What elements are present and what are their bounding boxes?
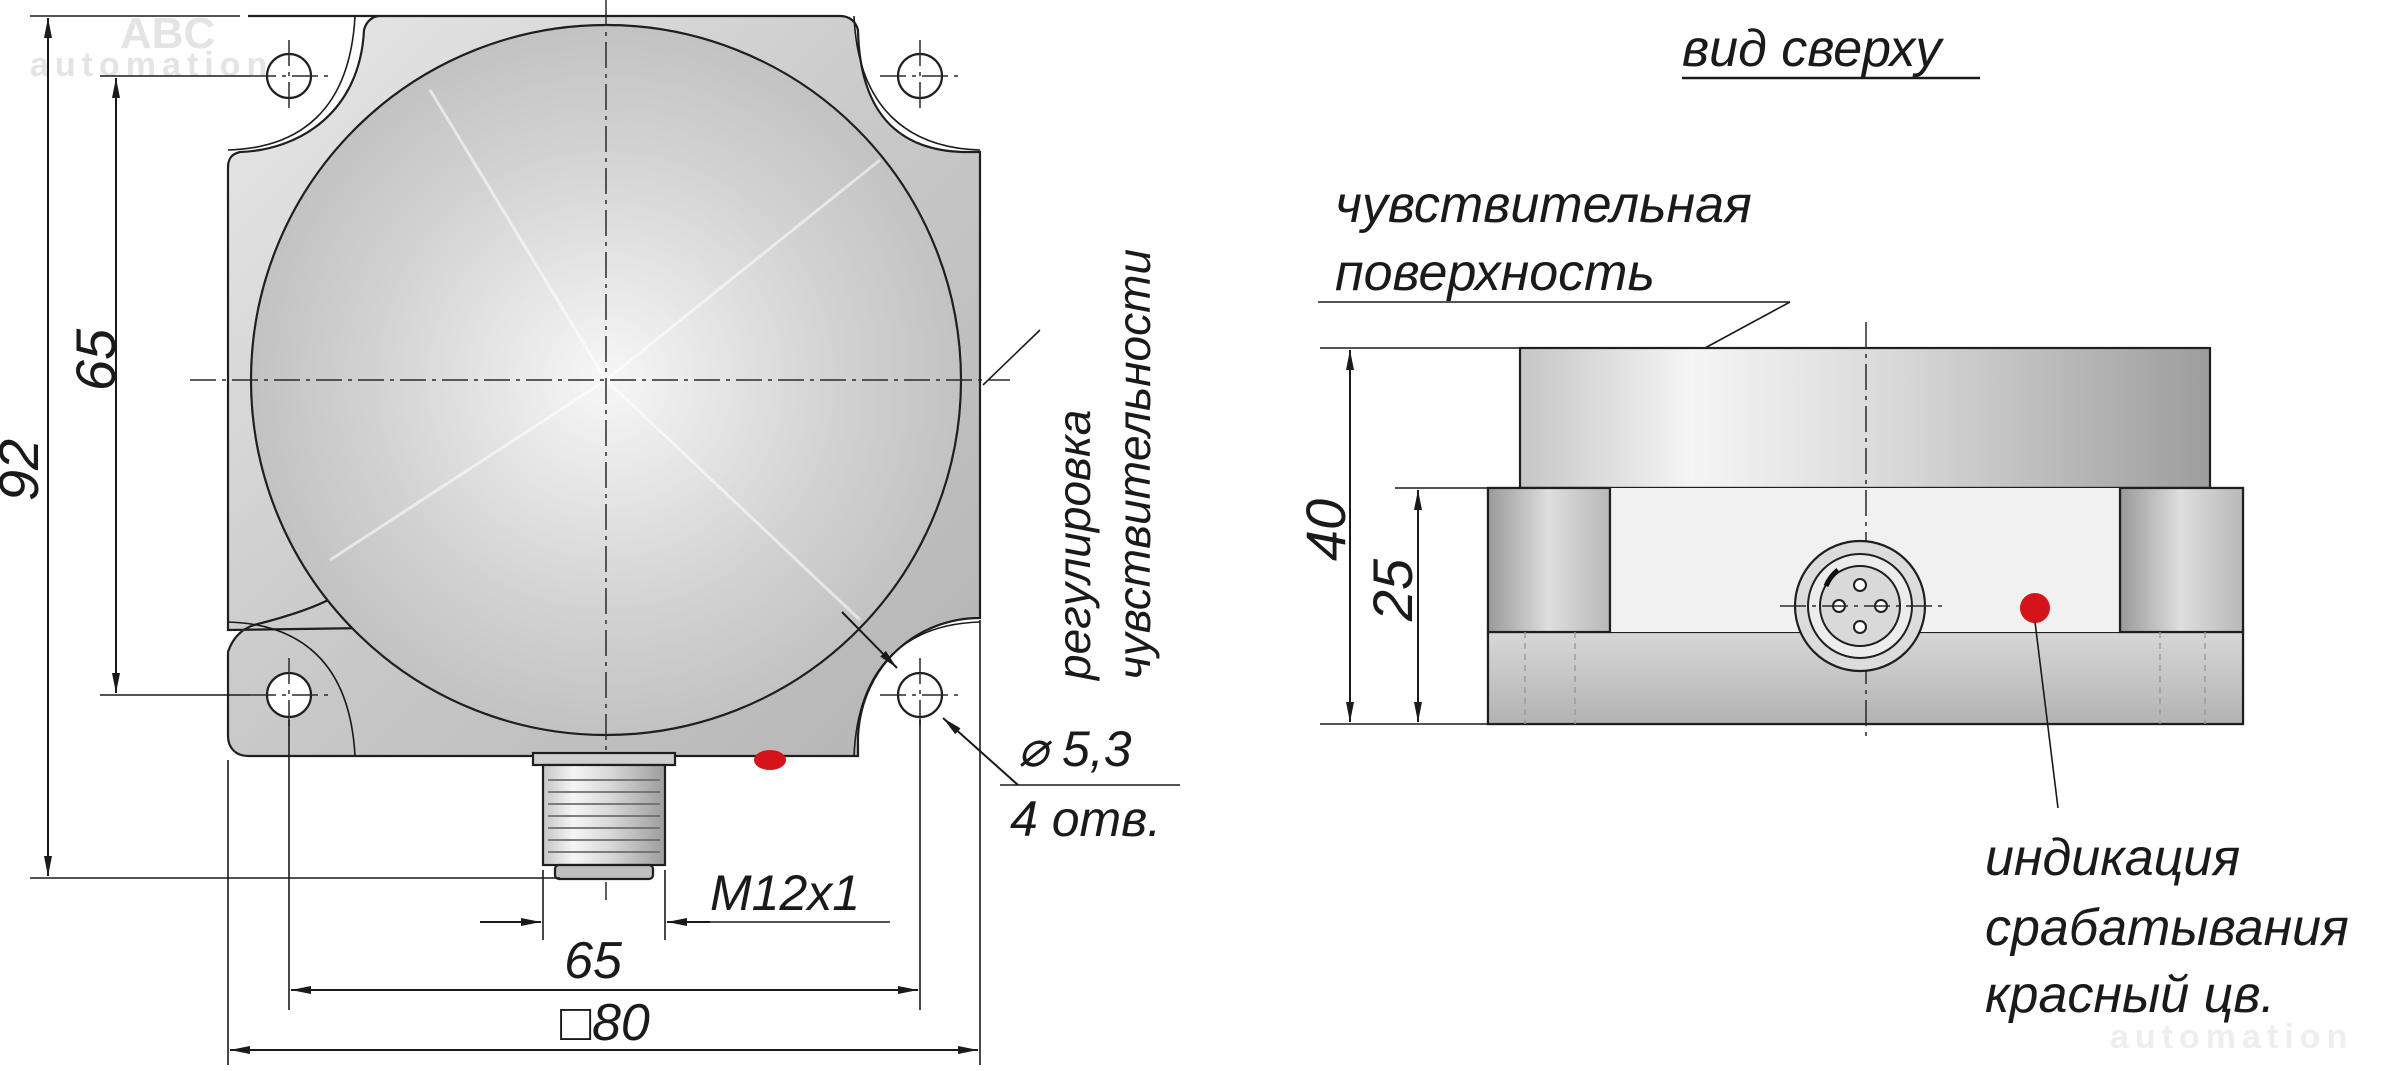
sensing-surface-line2: поверхность	[1335, 244, 1655, 302]
ear-pocket-right	[2118, 486, 2245, 634]
face-brush-lines	[329, 89, 881, 622]
adjustment-leader-line	[982, 329, 1041, 386]
watermark-bottom-right: automation	[2110, 1018, 2353, 1056]
ear-arc-top-right	[853, 15, 981, 151]
watermark-word: automation	[30, 46, 273, 84]
sensing-head	[1518, 346, 2212, 490]
dim-80-text: 80	[592, 994, 650, 1052]
adjustment-label: регулировка чувствительности	[1048, 249, 1160, 682]
top-view: вид сверху чувствительная поверхность	[1294, 20, 2349, 1024]
connector-tip	[553, 863, 655, 881]
dim-40-text: 40	[1294, 499, 1357, 561]
led-leader	[2034, 621, 2059, 809]
led-indicator-top	[2020, 593, 2050, 623]
indicator-label-line2: срабатывания	[1985, 899, 2349, 957]
indicator-label-line1: индикация	[1985, 829, 2240, 887]
watermark-brand: ABC	[120, 9, 215, 58]
connector-flange	[531, 751, 677, 767]
connector-thread-lines	[548, 779, 660, 853]
front-view: регулировка чувствительности ⌀ 5,3 4 отв…	[0, 0, 1180, 1065]
ear-pocket-left	[1486, 486, 1612, 634]
dim-80-symbol: □	[560, 994, 592, 1052]
hole-diameter-leader	[841, 611, 898, 669]
indicator-label-line3: красный цв.	[1985, 966, 2275, 1024]
ear-arc-bottom-left	[227, 621, 356, 757]
top-view-title: вид сверху	[1682, 20, 1944, 78]
sensing-surface-line1: чувствительная	[1335, 176, 1752, 234]
ear-arc-top-left	[227, 15, 356, 151]
dim-65-vertical-text: 65	[64, 328, 127, 391]
m12-connector	[531, 751, 677, 881]
dim-25-text: 25	[1361, 558, 1424, 622]
connector-face	[1780, 539, 1945, 673]
sensing-surface-leader	[1704, 301, 1791, 349]
mounting-holes	[250, 40, 960, 732]
led-indicator-front	[754, 750, 786, 770]
connector-pin-bottom	[1853, 620, 1867, 634]
thread-text: M12x1	[710, 865, 860, 921]
watermark-word: automation	[2110, 1018, 2353, 1056]
connector-pin-top	[1853, 578, 1867, 592]
watermark-top-left: ABC automation	[30, 9, 273, 84]
adjustment-label-line1: регулировка	[1048, 410, 1100, 682]
hole-count-text: 4 отв.	[1010, 791, 1161, 847]
dim-92-text: 92	[0, 439, 50, 501]
hole-diameter-text: ⌀ 5,3	[1018, 721, 1132, 777]
connector-nut	[541, 763, 667, 867]
dim-65-horizontal-text: 65	[564, 932, 623, 990]
connector-key	[1823, 568, 1840, 588]
adjustment-label-line2: чувствительности	[1108, 249, 1160, 680]
